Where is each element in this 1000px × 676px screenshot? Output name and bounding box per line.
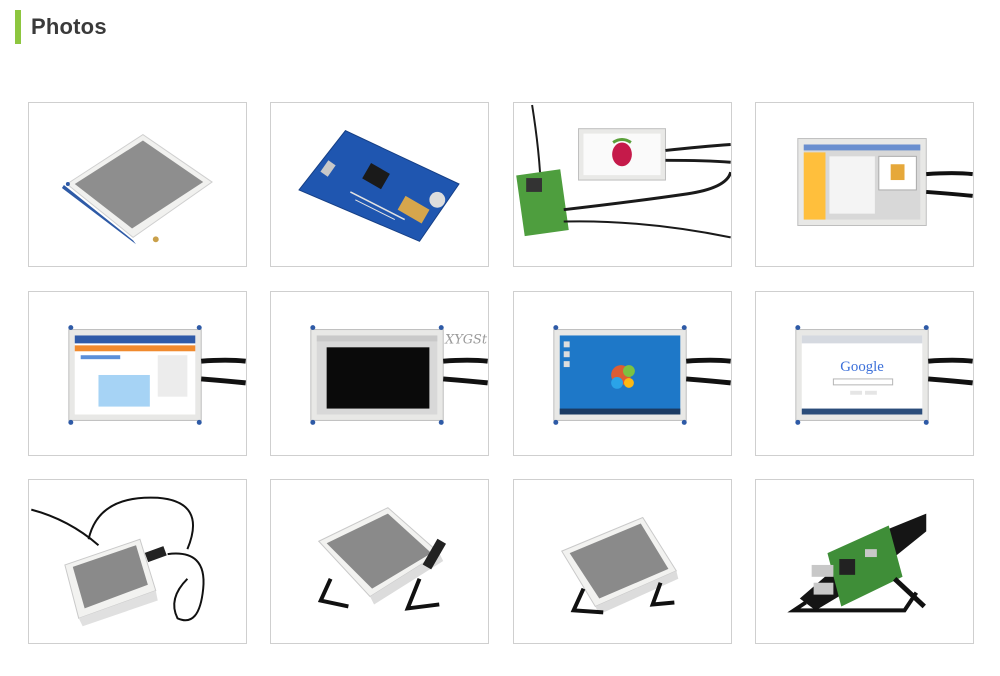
photo-thumbnail-1[interactable] <box>28 102 247 267</box>
lcd-windows7-image <box>553 325 731 425</box>
lcd-case-stand-image <box>317 507 447 611</box>
google-logo-text: Google <box>840 359 884 375</box>
photo-thumbnail-9[interactable] <box>28 479 247 644</box>
watermark-text: XYGStudy <box>444 332 488 347</box>
lcd-terminal-image: XYGStudy <box>310 325 488 425</box>
lcd-scratch-desktop-image <box>797 138 973 226</box>
photo-thumbnail-7[interactable] <box>513 291 732 456</box>
lcd-webpage-image <box>68 325 246 425</box>
lcd-case-cables-image <box>31 496 205 627</box>
lcd-pcb-back-image <box>298 130 460 242</box>
photo-thumbnail-4[interactable] <box>755 102 974 267</box>
photo-thumbnail-8[interactable]: Google <box>755 291 974 456</box>
photo-thumbnail-11[interactable] <box>513 479 732 644</box>
photo-thumbnail-10[interactable] <box>270 479 489 644</box>
lcd-raspberry-connected-image <box>516 104 731 239</box>
lcd-case-back-raspberry-image <box>787 513 927 613</box>
section-heading: Photos <box>15 10 107 44</box>
lcd-case-stand-angled-image <box>561 516 679 615</box>
photo-thumbnail-6[interactable]: XYGStudy <box>270 291 489 456</box>
lcd-google-search-image: Google <box>795 325 973 425</box>
photo-thumbnail-3[interactable] <box>513 102 732 267</box>
photo-thumbnail-12[interactable] <box>755 479 974 644</box>
section-title: Photos <box>31 14 107 39</box>
heading-accent-bar <box>15 10 21 44</box>
lcd-front-tilted-image <box>61 134 213 245</box>
photo-thumbnail-5[interactable] <box>28 291 247 456</box>
photo-thumbnail-2[interactable] <box>270 102 489 267</box>
